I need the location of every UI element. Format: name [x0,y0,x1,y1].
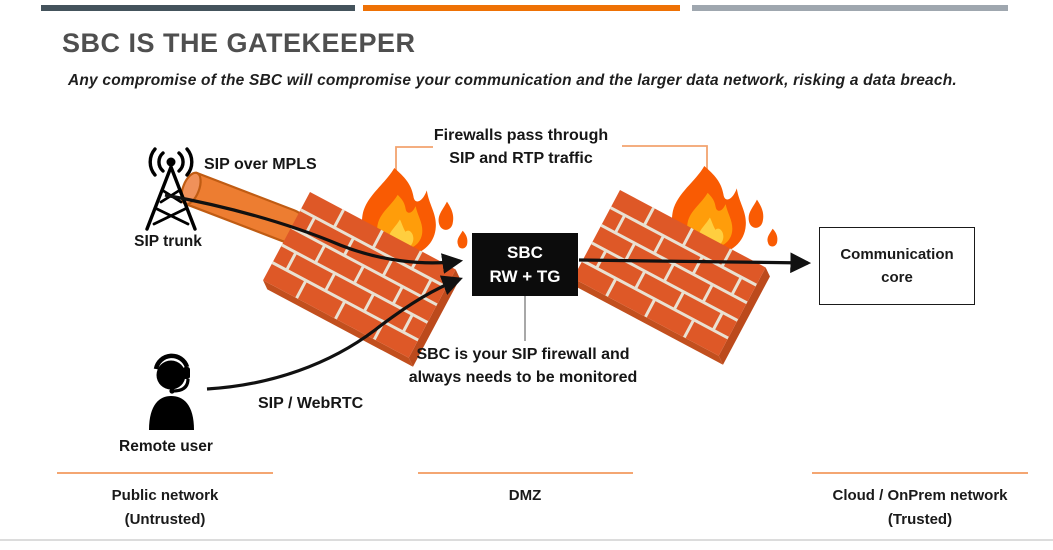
zone-sublabel: (Untrusted) [124,511,206,528]
sbc-note-line2: always needs to be monitored [408,369,638,386]
traffic-arrows [164,193,812,391]
zone-sublabel: (Trusted) [887,511,953,528]
sbc-box-line1: SBC [507,242,543,262]
sbc-box-line2: RW + TG [489,266,561,286]
firewall-flame-icon [570,166,777,365]
core-box-line2: core [881,269,913,286]
zone-separator [812,472,1028,474]
firewall-note: Firewalls pass through SIP and RTP traff… [434,124,608,170]
page-title: SBC IS THE GATEKEEPER [62,28,416,58]
firewall-note-line1: Firewalls pass through [433,127,609,144]
zone-separator [418,472,633,474]
zone-label: DMZ [508,487,542,504]
firewall-note-line2: SIP and RTP traffic [449,150,593,167]
footer-rule [0,539,1053,541]
subtitle: Any compromise of the SBC will compromis… [68,72,957,89]
zone-label: Public network [111,487,219,504]
sbc-to-core-arrow [578,252,812,274]
remote-user-arrow [206,275,463,391]
headset-user-icon [149,353,194,430]
sip-trunk-label: SIP trunk [134,233,202,250]
sbc-box: SBC RW + TG [472,233,578,296]
mpls-label: SIP over MPLS [204,156,317,173]
webrtc-label: SIP / WebRTC [258,395,364,412]
remote-user-label: Remote user [119,438,213,455]
sbc-note: SBC is your SIP firewall and always need… [409,343,638,389]
core-box-line1: Communication [840,246,954,263]
sbc-note-line1: SBC is your SIP firewall and [416,346,630,363]
sip-trunk-arrow [164,193,464,274]
top-accent-bar-orange [363,5,680,11]
zone-cloud-onprem: Cloud / OnPrem network (Trusted) [832,484,1007,532]
top-accent-bar-dark [41,5,355,11]
communication-core-box: Communication core [819,227,975,305]
zone-label: Cloud / OnPrem network [832,487,1008,504]
zone-dmz: DMZ [509,484,542,508]
top-accent-bar-gray [692,5,1008,11]
zone-public-network: Public network (Untrusted) [112,484,219,532]
zone-separator [57,472,273,474]
